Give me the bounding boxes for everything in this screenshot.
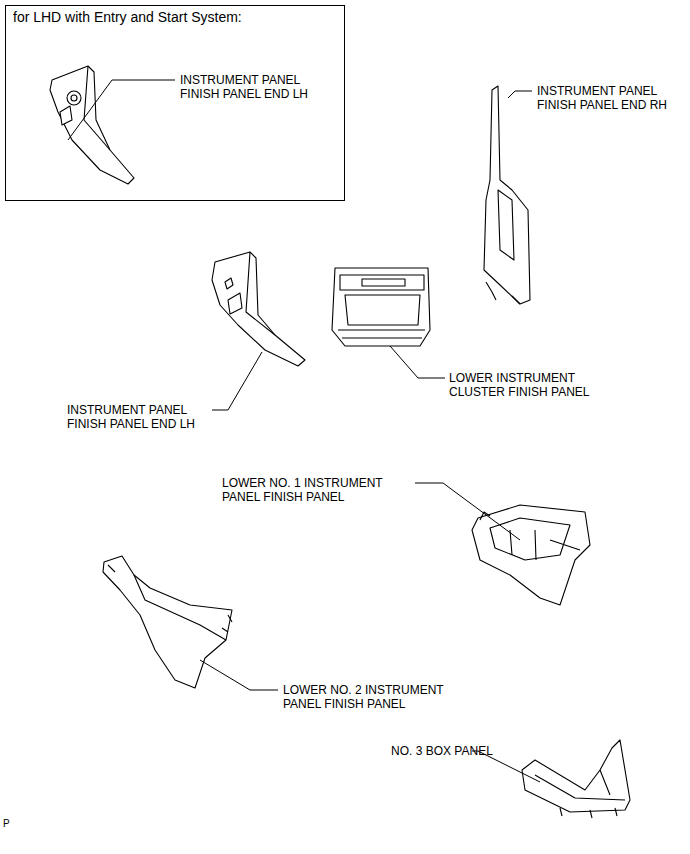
part-name: NO. 3 BOX PANEL [391,744,531,758]
finish-panel-end-lh [212,252,305,366]
lower-instrument-cluster-finish-panel [332,268,430,346]
finish-panel-end-rh [484,86,530,304]
lower-no1-finish-panel [472,505,590,605]
part-name: LOWER NO. 2 INSTRUMENT PANEL FINISH PANE… [283,683,463,711]
leader-lines [68,80,540,782]
part-name: INSTRUMENT PANEL FINISH PANEL END LH [67,403,207,431]
part-name: LOWER NO. 1 INSTRUMENT PANEL FINISH PANE… [222,476,402,504]
part-name: INSTRUMENT PANEL FINISH PANEL END RH [537,84,677,112]
no3-box-panel [522,740,630,818]
figure-code: P [3,817,23,831]
lower-no2-finish-panel [103,556,232,688]
finish-panel-end-lh-inset [50,66,134,184]
part-name: INSTRUMENT PANEL FINISH PANEL END LH [180,73,320,101]
variant-box: for LHD with Entry and Start System: INST… [5,5,345,201]
part-name: LOWER INSTRUMENT CLUSTER FINISH PANEL [449,371,609,399]
inset-heading: for LHD with Entry and Start System: [13,9,338,25]
